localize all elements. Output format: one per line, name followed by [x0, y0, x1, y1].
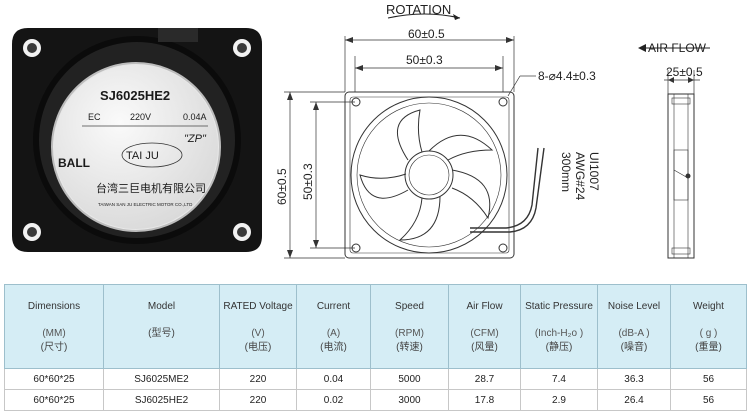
- column-header: Weight ( g ) (重量): [670, 284, 747, 369]
- dim-width-outer: 60±0.5: [408, 27, 445, 41]
- column-header-unit: (MM): [42, 328, 66, 339]
- column-header-title: Dimensions: [27, 301, 81, 312]
- column-header-unit: (dB-A ): [618, 328, 650, 339]
- brand-logo: [121, 142, 183, 168]
- table-cell: 56: [670, 368, 747, 390]
- column-header-unit: (Inch-H₂o ): [534, 328, 584, 339]
- label-company-cn: 台湾三巨电机有限公司: [96, 181, 206, 195]
- label-company-en: TAIWAN SAN JU ELECTRIC MOTOR CO.,LTD: [98, 202, 193, 207]
- table-cell: 60*60*25: [4, 389, 104, 411]
- dim-holes: 8-⌀4.4±0.3: [538, 69, 596, 83]
- column-header-unit: (A): [326, 328, 341, 339]
- column-header-cn: (重量): [695, 342, 722, 353]
- column-header: Noise Level (dB-A ) (噪音): [597, 284, 671, 369]
- column-header-cn: (转速): [396, 342, 423, 353]
- label-voltage: 220V: [130, 112, 151, 122]
- table-cell: 28.7: [448, 368, 521, 390]
- fan-side-view: [667, 93, 695, 259]
- table-cell: 3000: [370, 389, 449, 411]
- column-header: Dimensions (MM) (尺寸): [4, 284, 104, 369]
- column-header-title: Model: [147, 301, 176, 312]
- column-header-cn: (电压): [244, 342, 272, 353]
- column-header-unit: (V): [251, 328, 265, 339]
- column-header-title: Static Pressure: [525, 301, 593, 312]
- column-header-cn: (静压): [545, 342, 573, 353]
- wire-ul: UI1007: [587, 152, 601, 191]
- label-brand-code: "ZP": [184, 133, 207, 145]
- wire-length: 300mm: [559, 152, 573, 192]
- column-header-cn: (电流): [320, 342, 347, 353]
- table-cell: 5000: [370, 368, 449, 390]
- label-current: 0.04A: [183, 112, 207, 122]
- label-brand-name: TAI JU: [126, 150, 159, 162]
- table-cell: 26.4: [597, 389, 671, 411]
- table-cell: 2.9: [520, 389, 598, 411]
- column-header: Static Pressure (Inch-H₂o ) (静压): [520, 284, 598, 369]
- dim-thickness: 25±0.5: [666, 65, 703, 79]
- table-cell: 60*60*25: [4, 368, 104, 390]
- fan-front-view: [344, 91, 545, 259]
- spec-header-row: Dimensions (MM) (尺寸) Model (型号) RATED Voltage…: [4, 284, 747, 369]
- column-header-title: Noise Level: [607, 301, 661, 312]
- column-header-title: Current: [316, 301, 351, 312]
- table-cell: 36.3: [597, 368, 671, 390]
- column-header-title: Air Flow: [466, 301, 503, 312]
- rotation-arrow-icon: [387, 13, 461, 19]
- column-header-cn: (噪音): [620, 342, 648, 353]
- column-header-title: Speed: [395, 301, 424, 312]
- label-ec: EC: [88, 112, 101, 122]
- column-header: Air Flow (CFM) (风量): [448, 284, 521, 369]
- label-bearing: BALL: [58, 156, 90, 170]
- spec-table: Dimensions (MM) (尺寸) Model (型号) RATED Voltage…: [4, 284, 747, 411]
- column-header: Model (型号): [103, 284, 220, 369]
- column-header: Speed (RPM) (转速): [370, 284, 449, 369]
- dim-height-outer: 60±0.5: [275, 168, 289, 205]
- wire-awg: AWG#24: [573, 152, 587, 201]
- column-header-cn: (尺寸): [40, 342, 68, 353]
- fan-technical-drawing: ROTATION 60±0.5 50±0.3 8-⌀4.4±0.3 60±0.5…: [275, 2, 710, 259]
- table-cell: SJ6025HE2: [103, 389, 220, 411]
- air-flow-label: AIR FLOW: [648, 41, 707, 55]
- column-header: RATED Voltage (V) (电压): [219, 284, 297, 369]
- table-cell: 0.04: [296, 368, 371, 390]
- table-cell: 220: [219, 368, 297, 390]
- column-header: Current (A) (电流): [296, 284, 371, 369]
- table-cell: 220: [219, 389, 297, 411]
- column-header-title: RATED Voltage: [223, 301, 293, 312]
- table-cell: SJ6025ME2: [103, 368, 220, 390]
- column-header-title: Weight: [693, 301, 724, 312]
- dim-height-inner: 50±0.3: [301, 163, 315, 200]
- dim-width-inner: 50±0.3: [406, 53, 443, 67]
- fan-photo: SJ6025HE2 EC 220V 0.04A "ZP" BALL TAI JU…: [12, 28, 262, 252]
- table-cell: 7.4: [520, 368, 598, 390]
- air-flow-arrow-icon: [638, 44, 646, 52]
- column-header-cn: (型号): [148, 328, 175, 339]
- column-header-unit: (CFM): [470, 328, 499, 339]
- column-header-cn: (风量): [471, 342, 498, 353]
- rotation-label: ROTATION: [386, 2, 451, 17]
- table-cell: 0.02: [296, 389, 371, 411]
- table-cell: 56: [670, 389, 747, 411]
- column-header-unit: (RPM): [395, 328, 424, 339]
- column-header-unit: ( g ): [699, 328, 718, 339]
- label-model: SJ6025HE2: [100, 88, 170, 103]
- table-cell: 17.8: [448, 389, 521, 411]
